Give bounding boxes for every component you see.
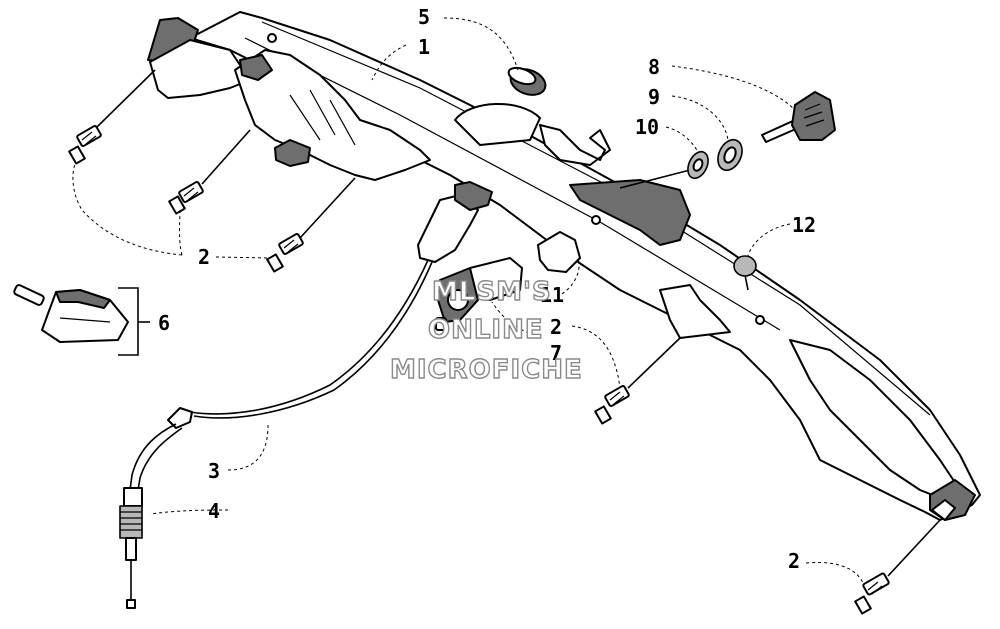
bolt-center-right (594, 385, 630, 425)
callout-9: 9 (648, 85, 660, 109)
callout-5: 5 (418, 5, 430, 29)
callout-7: 7 (550, 341, 562, 365)
nut-part (717, 138, 743, 172)
callout-3: 3 (208, 459, 220, 483)
block-part (41, 289, 129, 343)
bolt-lower-left (266, 233, 304, 273)
washer-part (687, 150, 709, 180)
watermark-line-1: MLSM'S (432, 277, 552, 307)
bolt-mid-left (168, 181, 204, 215)
bolt-top-left (68, 125, 102, 165)
callout-2-bottom-right: 2 (788, 549, 800, 573)
callout-2-top-left: 2 (198, 245, 210, 269)
key-part (761, 91, 836, 143)
callout-10: 10 (635, 115, 659, 139)
callout-4: 4 (208, 499, 220, 523)
watermark-line-3: MICROFICHE (390, 355, 583, 385)
callout-8: 8 (648, 55, 660, 79)
grommet-part (507, 66, 547, 96)
callout-labels: 1 2 2 2 3 4 5 6 7 8 9 10 11 12 (158, 5, 816, 573)
callout-11: 11 (540, 283, 564, 307)
handlebar-housing (147, 11, 981, 521)
switch-assembly (417, 181, 581, 331)
assembly-lines (95, 69, 941, 577)
bolts (68, 125, 890, 615)
watermark: MLSM'S ONLINE MICROFICHE (389, 276, 583, 385)
leader-lines (72, 17, 865, 586)
bracket-6 (118, 287, 150, 356)
callout-1: 1 (418, 35, 430, 59)
callout-6: 6 (158, 311, 170, 335)
callout-12: 12 (792, 213, 816, 237)
callout-2-center: 2 (550, 315, 562, 339)
throttle-cable (119, 259, 433, 609)
bolt-bottom-right (854, 572, 890, 615)
watermark-line-2: ONLINE (428, 315, 544, 345)
plug-part (733, 255, 757, 277)
pin-part (13, 284, 45, 306)
